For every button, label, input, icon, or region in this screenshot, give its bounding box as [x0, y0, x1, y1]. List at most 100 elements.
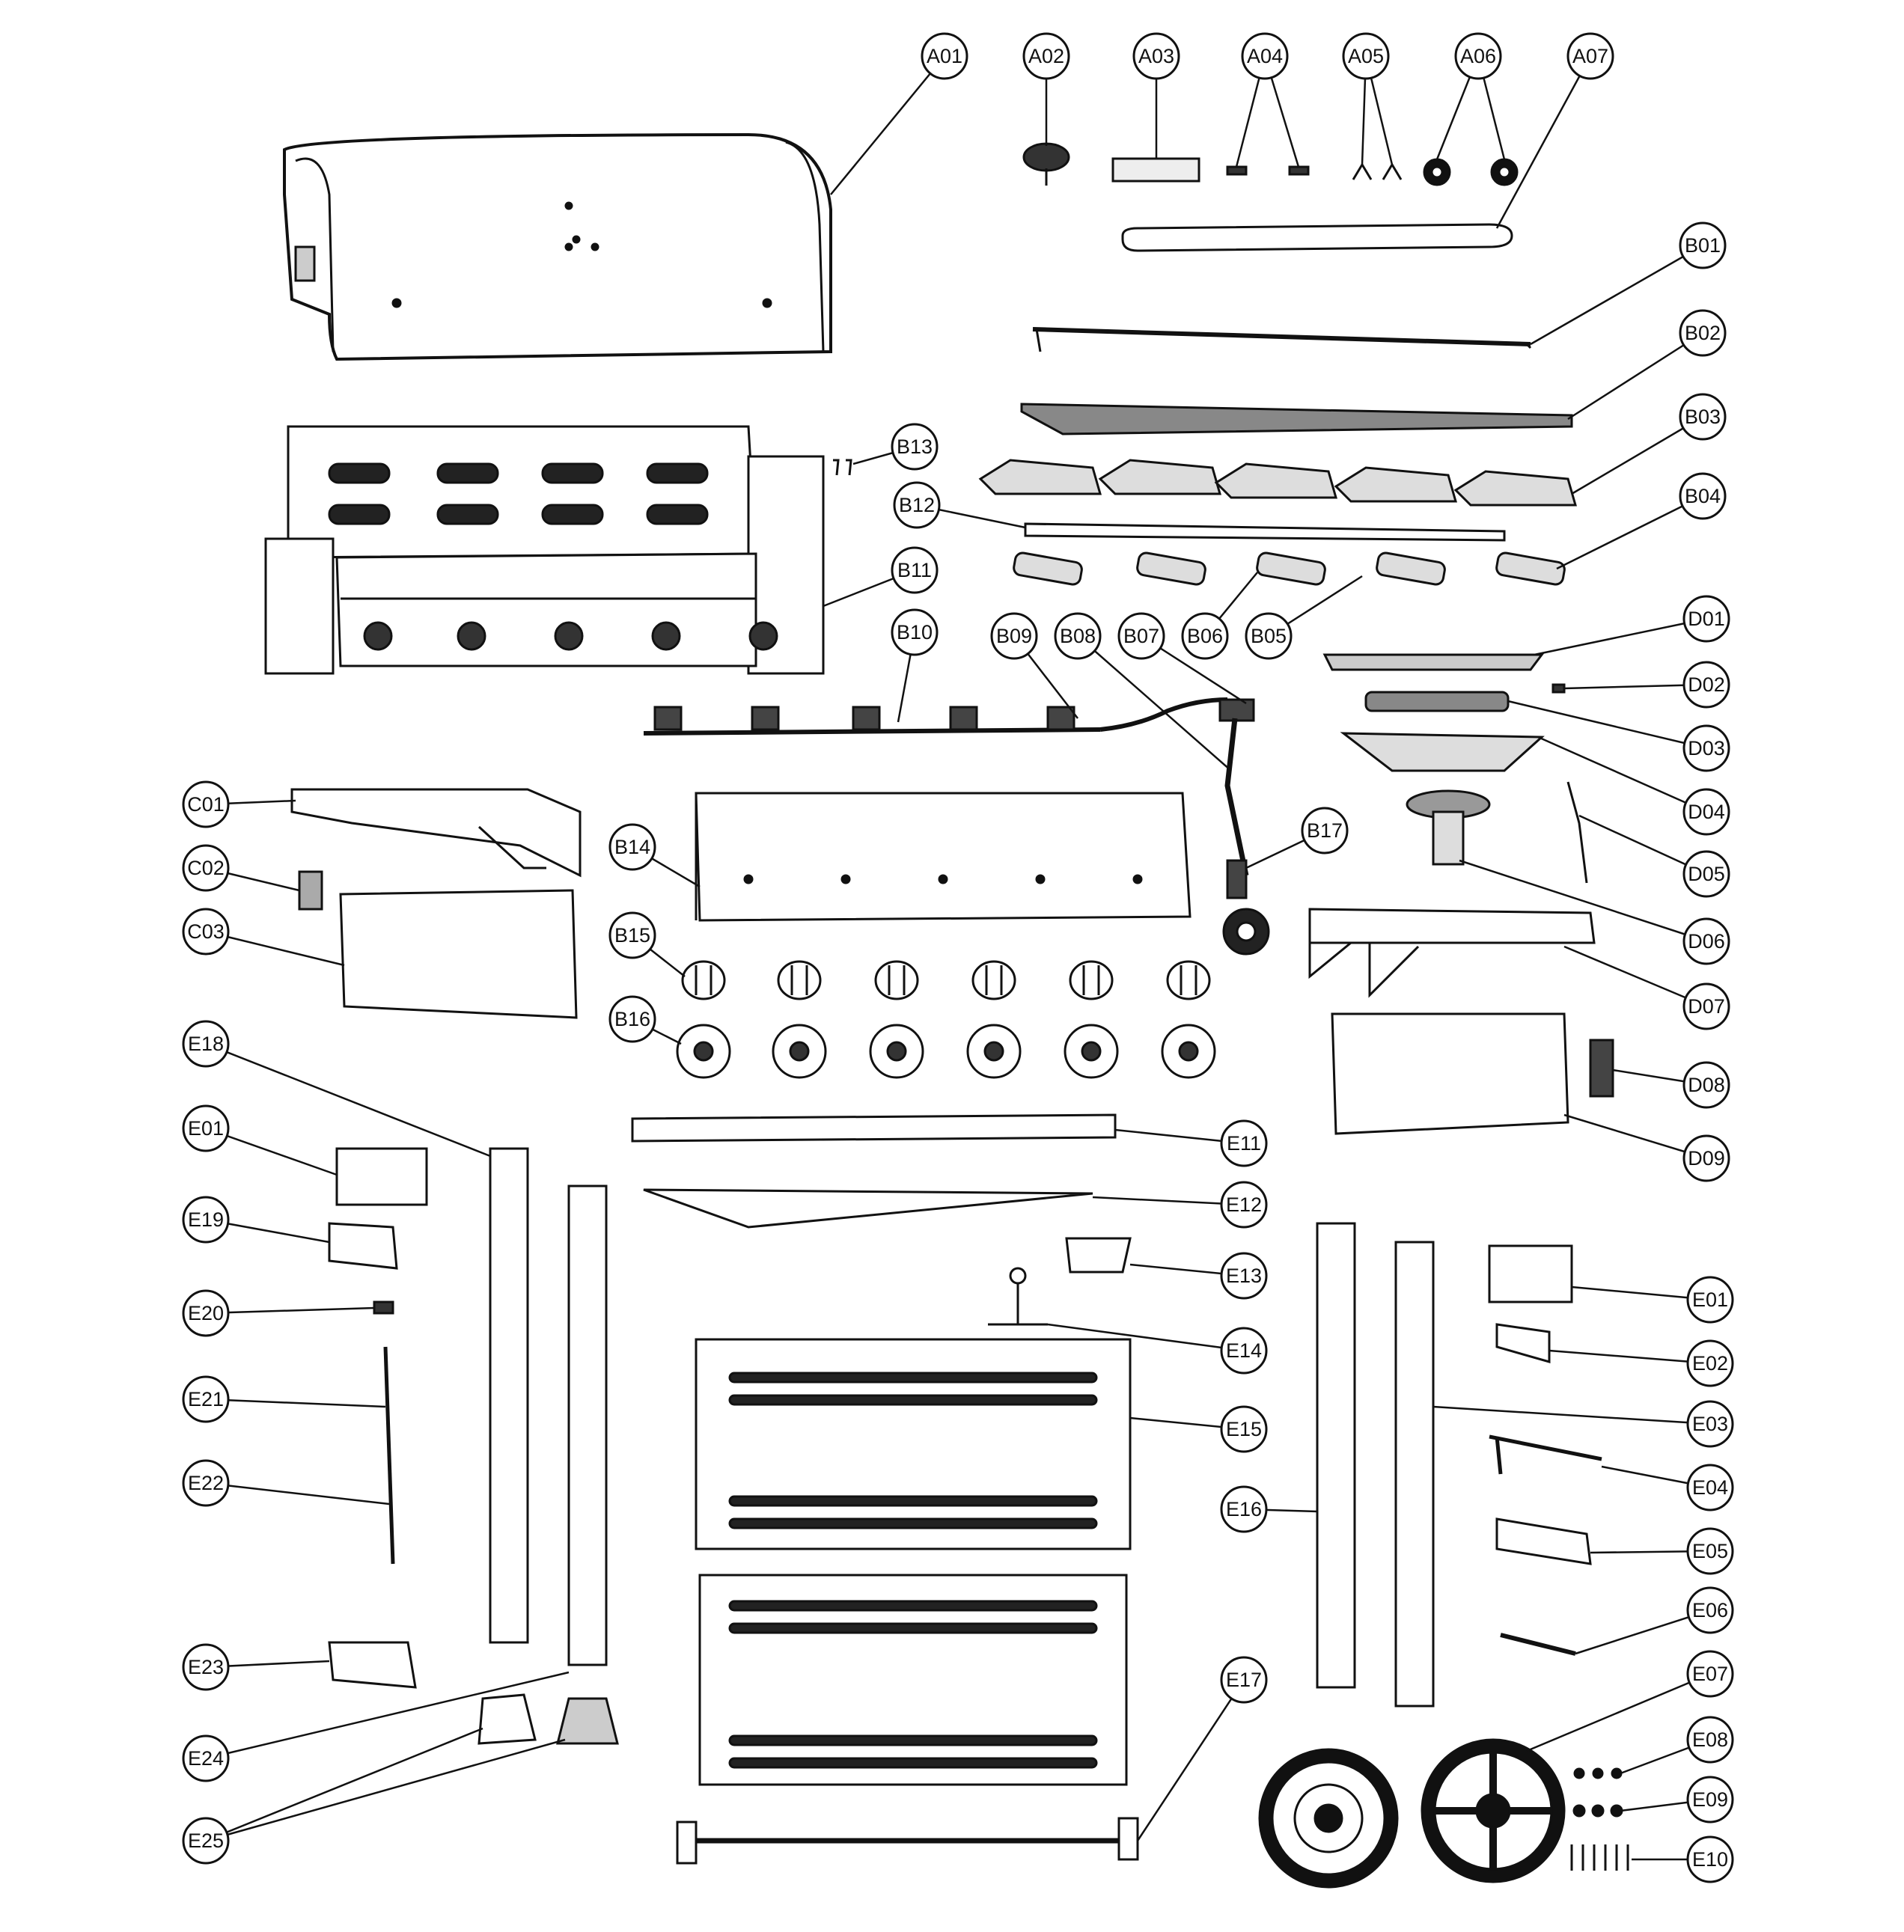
- callout-b03: B03: [1679, 393, 1727, 441]
- callout-label: B04: [1685, 485, 1721, 507]
- side-burner-screw-part: [1551, 683, 1566, 694]
- callout-a04: A04: [1241, 32, 1289, 80]
- callout-d06: D06: [1682, 917, 1730, 965]
- callout-bubble: [1682, 1134, 1730, 1182]
- left-rod-part: [383, 1346, 395, 1565]
- callout-e04: E04: [1686, 1464, 1734, 1511]
- gas-hose-regulator-part: [1222, 718, 1270, 956]
- callout-bubble: [1054, 612, 1102, 660]
- callout-bubble: [1682, 595, 1730, 643]
- callout-a06: A06: [1454, 32, 1502, 80]
- bolt-part: [833, 459, 852, 476]
- wheel-part: [1258, 1738, 1566, 1889]
- cup-hook-part: [988, 1267, 1048, 1326]
- bolt-set-part: [1570, 1844, 1629, 1871]
- callout-bubble: [182, 1643, 230, 1691]
- callout-a01: A01: [921, 32, 968, 80]
- callout-bubble: [182, 1289, 230, 1337]
- callout-label: E03: [1692, 1413, 1728, 1435]
- callout-bubble: [1022, 32, 1070, 80]
- ignition-switch-part: [1589, 1039, 1614, 1098]
- leader-line: [205, 1398, 386, 1408]
- callout-label: B16: [614, 1008, 650, 1030]
- callout-label: C02: [187, 857, 225, 879]
- callout-label: C01: [187, 793, 225, 816]
- firebox-part: [264, 425, 825, 675]
- callout-e18: E18: [182, 1020, 230, 1068]
- callout-label: A05: [1348, 45, 1384, 67]
- front-crossbar-part: [631, 1113, 1117, 1143]
- callout-e01l: E01: [182, 1104, 230, 1152]
- callout-e19: E19: [182, 1196, 230, 1244]
- callout-d01: D01: [1682, 595, 1730, 643]
- screw-pair-part: [1226, 165, 1310, 176]
- cabinet-door-part: [695, 1338, 1132, 1786]
- callout-bubble: [182, 1817, 230, 1865]
- callout-label: B13: [897, 435, 933, 458]
- shelf-bracket-part: [298, 870, 323, 911]
- callout-label: E19: [188, 1208, 224, 1231]
- callout-c01: C01: [182, 780, 230, 828]
- gas-manifold-part: [643, 697, 1255, 736]
- callout-label: E16: [1226, 1498, 1262, 1520]
- knob-bezel-part: [676, 1024, 1216, 1079]
- callout-d09: D09: [1682, 1134, 1730, 1182]
- left-plate-part: [328, 1222, 398, 1270]
- callout-bubble: [891, 546, 939, 594]
- callout-bubble: [1454, 32, 1502, 80]
- callout-e11: E11: [1220, 1119, 1268, 1167]
- callout-d02: D02: [1682, 661, 1730, 709]
- callout-label: E18: [188, 1033, 224, 1055]
- left-rear-leg-part: [489, 1147, 529, 1644]
- callout-bubble: [1220, 1405, 1268, 1453]
- callout-bubble: [1679, 309, 1727, 357]
- callout-b07: B07: [1117, 612, 1165, 660]
- callout-e06: E06: [1686, 1586, 1734, 1634]
- callout-label: B07: [1123, 625, 1159, 647]
- callout-e17: E17: [1220, 1656, 1268, 1704]
- callout-bubble: [1220, 1252, 1268, 1300]
- callout-label: E04: [1692, 1476, 1728, 1499]
- callout-label: B15: [614, 924, 650, 947]
- callout-label: A01: [927, 45, 962, 67]
- leader-line: [205, 930, 345, 967]
- callout-a05: A05: [1342, 32, 1390, 80]
- callout-b16: B16: [608, 995, 656, 1043]
- callout-d08: D08: [1682, 1061, 1730, 1109]
- callout-bubble: [1682, 982, 1730, 1030]
- cooking-grate-part: [1020, 403, 1573, 435]
- side-burner-cap-part: [1364, 691, 1510, 712]
- leader-line: [1548, 1349, 1711, 1365]
- callout-e12: E12: [1220, 1181, 1268, 1229]
- callout-label: E08: [1692, 1728, 1728, 1751]
- callout-label: E11: [1227, 1132, 1261, 1155]
- callout-bubble: [608, 911, 656, 959]
- leader-line: [1495, 55, 1592, 229]
- callout-bubble: [1220, 1181, 1268, 1229]
- callout-d05: D05: [1682, 850, 1730, 898]
- callout-bubble: [1342, 32, 1390, 80]
- callout-a02: A02: [1022, 32, 1070, 80]
- callout-e21: E21: [182, 1375, 230, 1423]
- callout-bubble: [1686, 1276, 1734, 1324]
- leader-line: [830, 55, 945, 195]
- callout-bubble: [1682, 724, 1730, 772]
- callout-label: E24: [188, 1747, 224, 1770]
- callout-label: D07: [1688, 995, 1725, 1018]
- callout-label: B01: [1685, 234, 1721, 257]
- control-panel-part: [695, 792, 1191, 922]
- callout-bubble: [1220, 1119, 1268, 1167]
- leader-line: [1575, 1609, 1711, 1655]
- callout-bubble: [921, 32, 968, 80]
- callout-label: C03: [187, 920, 225, 943]
- callout-e10: E10: [1686, 1835, 1734, 1883]
- callout-bubble: [1682, 917, 1730, 965]
- callout-bubble: [182, 1196, 230, 1244]
- callout-e13: E13: [1220, 1252, 1268, 1300]
- leader-line: [205, 1482, 390, 1505]
- callout-label: E05: [1692, 1540, 1728, 1562]
- callout-e09: E09: [1686, 1776, 1734, 1824]
- callout-e15: E15: [1220, 1405, 1268, 1453]
- callout-bubble: [1682, 1061, 1730, 1109]
